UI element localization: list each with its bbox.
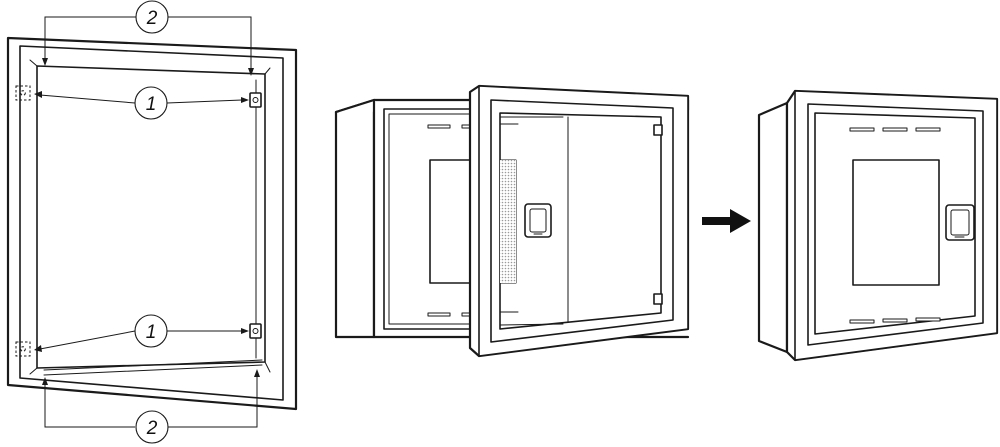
callout-bottom: 2 [42,369,260,444]
finished-mesh-grille-icon [852,159,940,286]
callout-hinge-upper-label: 1 [146,94,157,115]
callout-bottom-label: 2 [146,418,158,439]
leader-bottom-right [168,375,258,428]
vent-slot [915,317,941,322]
hinge-pin-top-right-hole [252,97,259,103]
door-handle-icon-through [524,203,552,238]
vent-slot [915,127,941,132]
callout-top: 2 [42,0,254,76]
finished-cabinet [757,89,999,362]
hinge-pin-bottom-right [249,323,262,339]
vent-slot [849,319,875,324]
callout-hinge-lower-label: 1 [146,322,157,343]
hinge-pin-top-right [249,92,262,108]
callout-hinge-lower: 1 [34,314,249,352]
arrowhead-hinge-lower-left [34,345,42,352]
right-arrow-icon [702,209,751,233]
finished-door-handle-icon [945,204,975,241]
fitting-frame-front [478,85,689,357]
arrowhead-hinge-lower-right [241,328,249,334]
frame-detail: 2 1 1 2 [6,0,298,444]
finished-cabinet-side [757,101,789,354]
frame-bottom-lip [43,359,263,371]
hinge-pin-top-left [15,85,31,101]
fitting-frame-bevel [490,99,674,343]
arrowhead-hinge-upper-left [34,91,42,98]
finished-door [814,112,976,335]
cabinet-side [334,98,376,339]
arrowhead-top-right [248,68,254,76]
hinge-pin-bottom-left [15,341,31,357]
fitting-frame-through-grille-fill [500,160,516,283]
arrowhead-bottom-right [254,369,260,377]
callout-circle-hinge-upper [134,86,168,120]
hinge-pin-bottom-left-hole [20,346,26,352]
frame-bevel [19,45,284,401]
leader-bottom-left [44,383,135,428]
cabinet-assembly [334,84,690,358]
leader-hinge-upper-right [166,99,243,104]
arrowhead-hinge-upper-right [241,97,249,103]
finished-vents-top [849,127,941,132]
fitting-frame-pin-bottom [653,293,663,305]
leader-hinge-upper-left [39,94,136,104]
callout-circle-top [135,0,169,34]
callout-circle-hinge-lower [134,314,168,348]
fitting-frame-through-vents [499,123,519,313]
fitting-frame-pin-top [653,124,663,136]
callout-top-label: 2 [146,8,158,29]
leader-top-right [168,16,252,70]
leader-hinge-lower-left [39,330,136,350]
callout-circle-bottom [135,410,169,444]
hinge-pin-top-left-hole [20,90,26,96]
vent-slot [427,124,451,129]
frame-bottom-lip-2 [43,364,263,376]
finished-vents-bottom [849,317,941,324]
frame-depth [29,59,271,375]
vent-slot [427,312,451,317]
arrowhead-top-left [42,58,48,66]
leader-top-left [44,16,136,60]
vent-slot [882,318,908,323]
fitting-frame-through [499,116,564,326]
callout-hinge-upper: 1 [34,86,249,120]
hinge-pin-bottom-right-hole [252,328,259,334]
vent-slot [882,127,908,132]
finished-frame-bevel [807,103,984,346]
vent-slot [849,127,875,132]
arrowhead-bottom-left [42,377,48,385]
